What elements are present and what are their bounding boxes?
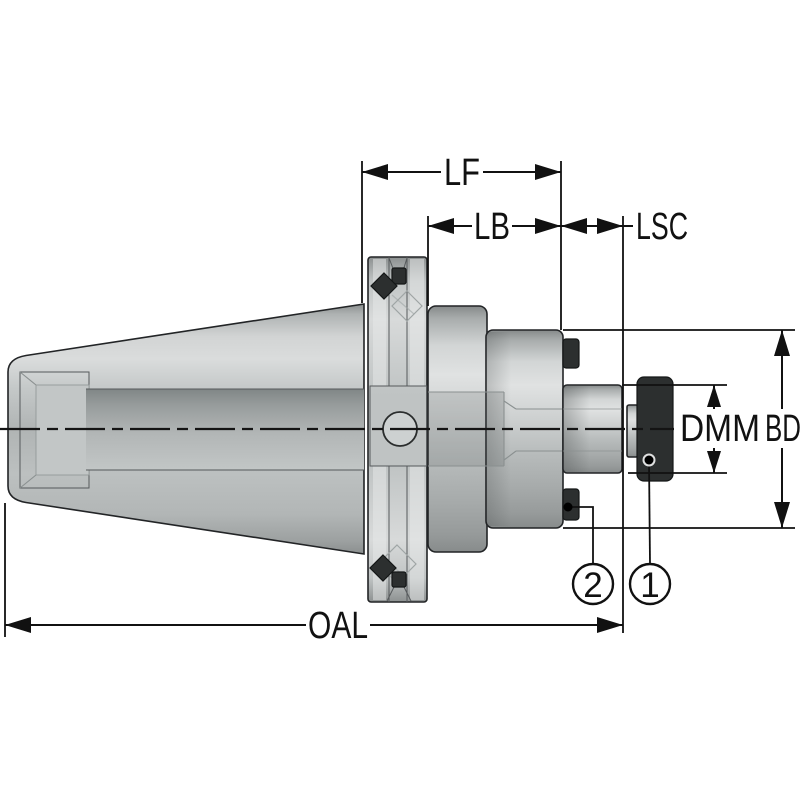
arrowhead: [774, 502, 790, 528]
arrowhead: [707, 451, 721, 473]
callout-number: 2: [583, 566, 602, 605]
arbor-stub: [626, 404, 639, 458]
drive-key-top: [562, 338, 580, 369]
callout-circle: [628, 562, 672, 606]
dim-dmm: DMM: [622, 384, 760, 474]
arrowhead: [428, 218, 454, 234]
v-notch-block-bottom: [391, 571, 407, 588]
ghost-pad-pocket: [391, 290, 423, 322]
dim-label-oal: OAL: [308, 605, 368, 647]
leader-dot: [644, 455, 654, 465]
callout-number: 1: [640, 566, 659, 605]
dim-label-lsc: LSC: [636, 206, 688, 248]
dim-lsc: LSC: [561, 206, 688, 633]
arrowhead: [362, 164, 388, 180]
dim-lf: LF: [361, 152, 562, 330]
callout-circle: [571, 562, 615, 606]
arrowhead: [5, 617, 31, 633]
arrowhead: [561, 218, 587, 234]
v-groove-flange: [367, 256, 428, 603]
body-cylinder: [427, 305, 564, 553]
flange-highlight: [410, 259, 424, 386]
dim-label-lb: LB: [474, 206, 510, 248]
flange-highlight: [410, 466, 424, 600]
arrowhead: [535, 218, 561, 234]
leader-dot: [563, 502, 573, 512]
v-notch-block-top: [391, 267, 407, 285]
gripper-pad-top: [370, 272, 398, 300]
dim-bd: BD: [563, 329, 800, 529]
dim-label-lf: LF: [444, 152, 480, 194]
arrowhead: [597, 218, 623, 234]
arrowhead: [597, 617, 623, 633]
leader-line: [568, 506, 594, 564]
dim-lb: LB: [427, 206, 561, 306]
dim-oal: OAL: [4, 503, 623, 647]
callout-2: 2: [563, 502, 615, 606]
arrowhead: [707, 385, 721, 407]
callout-1: 1: [628, 453, 672, 606]
leader-line: [648, 459, 651, 565]
dim-label-bd: BD: [765, 408, 800, 450]
dim-label-dmm: DMM: [680, 408, 760, 450]
gripper-pad-bottom: [369, 554, 397, 582]
arrowhead: [774, 330, 790, 356]
flange-web-band: [369, 385, 428, 467]
arrowhead: [535, 164, 561, 180]
